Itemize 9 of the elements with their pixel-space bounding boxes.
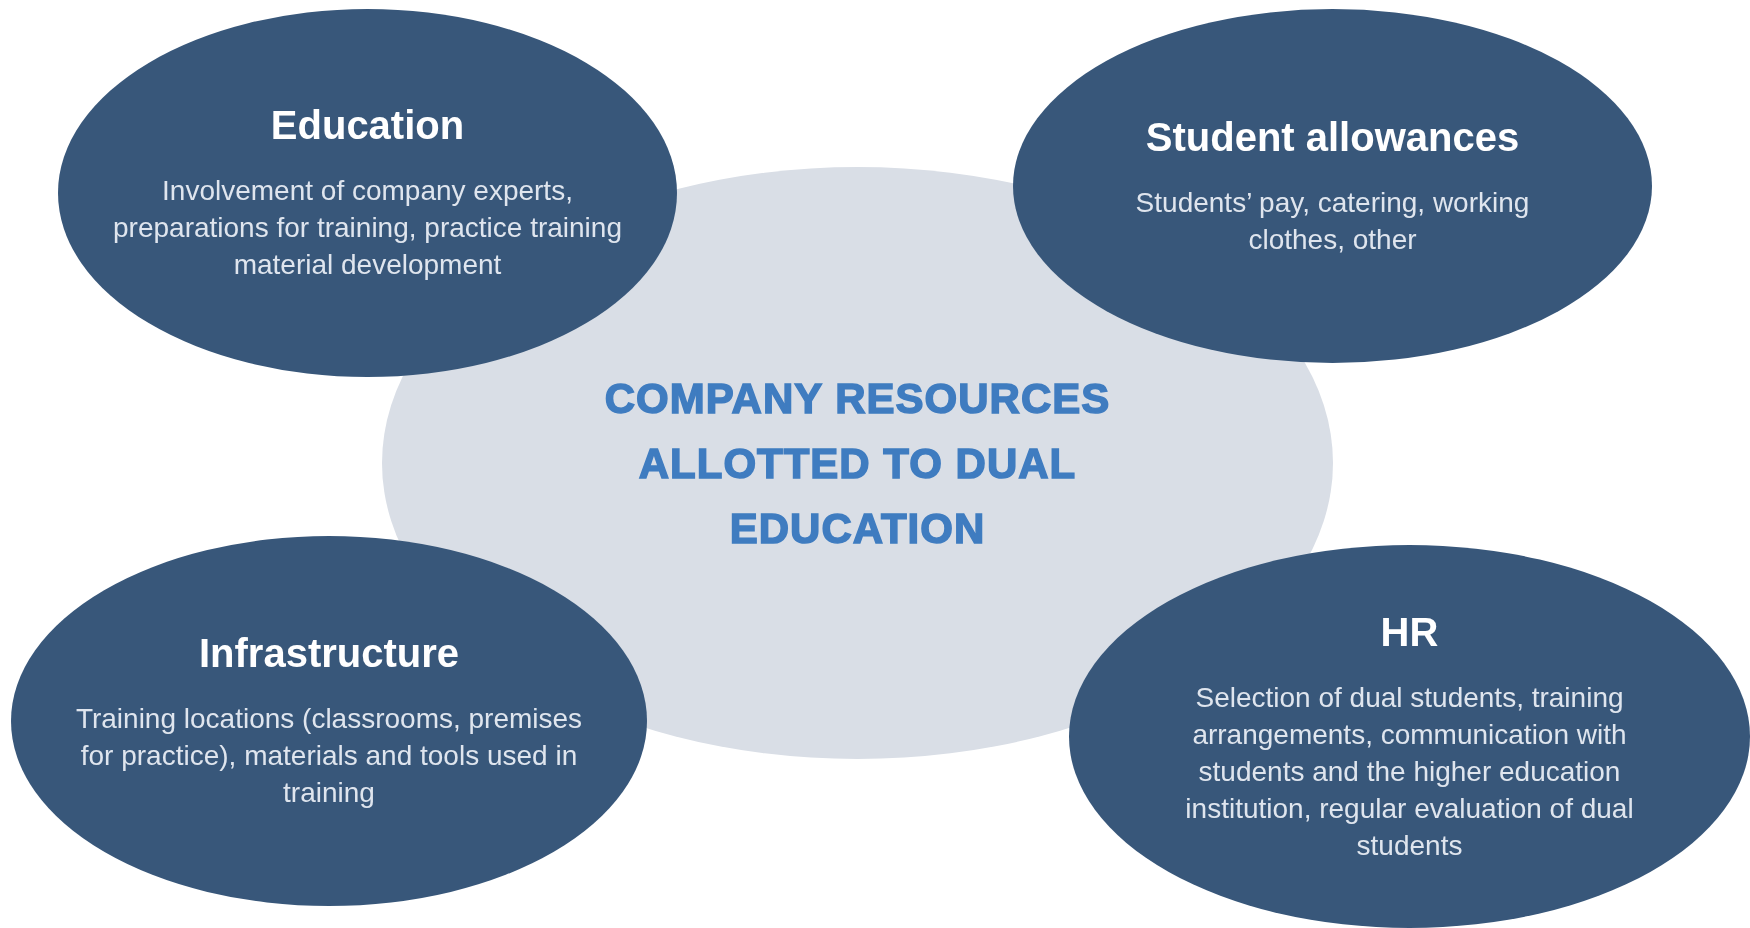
description: Students’ pay, catering, working clothes, other <box>1134 185 1531 257</box>
heading: Infrastructure <box>198 631 460 676</box>
description: Selection of dual students, training arrangements, communication with students and the higher education institution, regular evaluation of dual students <box>1184 680 1635 863</box>
description: Training locations (classrooms, premises for practice), materials and tools used in training <box>74 702 584 810</box>
heading: Education <box>270 103 465 148</box>
heading: HR <box>1380 609 1439 655</box>
central-title: COMPANY RESOURCES ALLOTTED TO DUAL EDUCATION <box>603 373 1112 554</box>
heading: Student allowances <box>1145 114 1520 160</box>
description: Involvement of company experts, preparations for training, practice training material development <box>112 174 623 282</box>
